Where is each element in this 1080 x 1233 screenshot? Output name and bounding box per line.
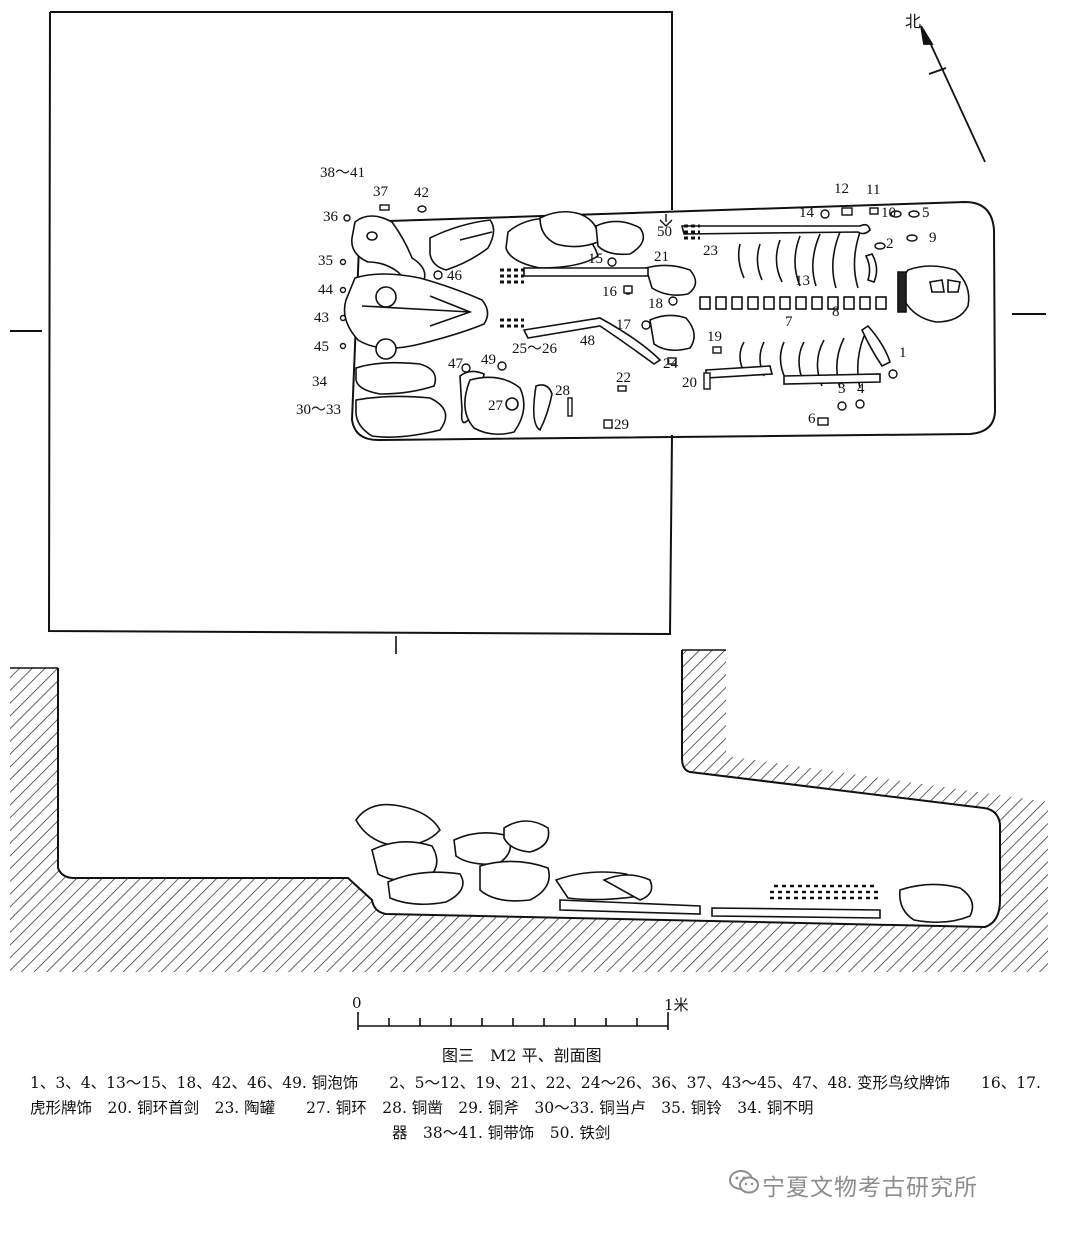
section-remains [355, 803, 974, 924]
item-label: 3 [838, 381, 846, 397]
figure-caption-title: 图三 M2 平、剖面图 [442, 1046, 602, 1065]
item-label: 5 [922, 205, 930, 221]
item-label: 35 [318, 253, 333, 269]
human-skeleton [522, 223, 970, 389]
item-label: 43 [314, 310, 329, 326]
item-label: 27 [488, 398, 503, 414]
section-view [10, 649, 1048, 972]
spine [699, 296, 887, 310]
item-label: 30～33 [296, 402, 342, 418]
item-label: 6 [808, 411, 816, 427]
item-label: 48 [580, 333, 595, 349]
item-label: 36 [323, 209, 338, 225]
scale-one-label: 1米 [664, 996, 689, 1014]
item-label: 47 [448, 356, 463, 372]
item-label: 9 [929, 230, 937, 246]
horse-skulls [343, 210, 697, 438]
item-label: 10 [881, 205, 896, 221]
item-label: 44 [318, 282, 333, 298]
item-label: 8 [832, 304, 840, 320]
north-label: 北 [905, 12, 922, 31]
item-label: 17 [616, 317, 631, 333]
item-label: 37 [373, 184, 388, 200]
item-label: 4 [857, 381, 865, 397]
item-label: 7 [785, 314, 793, 330]
item-label: 13 [795, 273, 810, 289]
item-label: 42 [414, 185, 429, 201]
north-arrow-icon [920, 25, 986, 163]
watermark-text: 宁夏文物考古研究所 [762, 1175, 978, 1201]
plan-view [10, 11, 1046, 654]
ground-hatch [10, 650, 1048, 972]
shaft-outline [47, 11, 673, 636]
item-label: 21 [654, 249, 669, 265]
item-label: 1 [899, 345, 907, 361]
chamber-outline [350, 200, 997, 442]
item-label: 34 [312, 374, 327, 390]
item-label: 28 [555, 383, 570, 399]
scale-zero-label: 0 [352, 994, 362, 1012]
item-label: 14 [799, 205, 814, 221]
item-label: 2 [886, 236, 894, 252]
item-label: 24 [663, 356, 678, 372]
item-label: 19 [707, 329, 722, 345]
item-label: 12 [834, 181, 849, 197]
legend-line: 器 38～41. 铜带饰 50. 铁剑 [392, 1124, 611, 1142]
item-label: 25～26 [512, 341, 558, 357]
item-label: 20 [682, 375, 697, 391]
item-label: 49 [481, 352, 496, 368]
wechat-icon [729, 1170, 759, 1194]
item-label: 11 [866, 182, 881, 198]
scale-bar [357, 1012, 669, 1030]
item-label: 46 [447, 268, 462, 284]
item-label: 16 [602, 284, 617, 300]
legend-line: 1、3、4、13～15、18、42、46、49. 铜泡饰 2、5～12、19、2… [30, 1074, 1041, 1092]
item-label: 29 [614, 417, 629, 433]
grave-goods [339, 204, 920, 429]
item-label: 38～41 [320, 165, 366, 181]
item-label: 15 [588, 251, 603, 267]
item-label: 18 [648, 296, 663, 312]
item-label: 23 [703, 243, 718, 259]
item-label: 45 [314, 339, 329, 355]
legend-line: 虎形牌饰 20. 铜环首剑 23. 陶罐 27. 铜环 28. 铜凿 29. 铜… [30, 1099, 814, 1117]
item-label: 50 [657, 224, 672, 240]
item-label: 22 [616, 370, 631, 386]
